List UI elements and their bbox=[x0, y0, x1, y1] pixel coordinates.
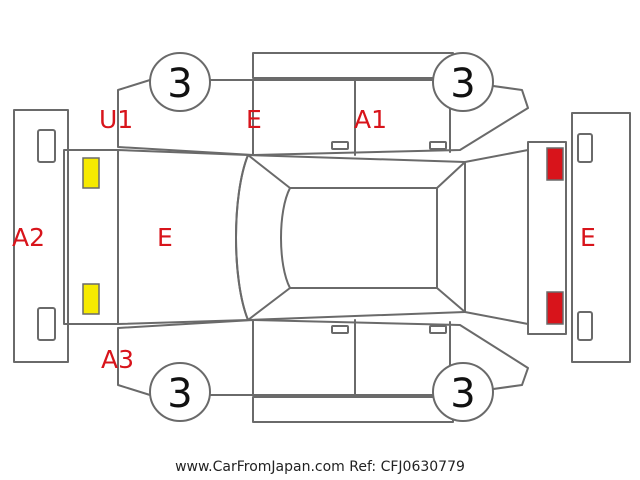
car-side-bottom bbox=[117, 319, 529, 423]
wheel-rating: 3 bbox=[450, 61, 475, 107]
wheel-badge: 3 bbox=[432, 362, 494, 422]
wheel-badge: 3 bbox=[149, 52, 211, 112]
wheel-rating: 3 bbox=[167, 371, 192, 417]
code-e-rear: E bbox=[580, 223, 596, 252]
car-top-rear bbox=[464, 141, 567, 335]
wheel-rating: 3 bbox=[450, 371, 475, 417]
front-left-light bbox=[82, 157, 100, 189]
code-u1: U1 bbox=[99, 105, 133, 134]
wheel-rating: 3 bbox=[167, 61, 192, 107]
footer-reference: www.CarFromJapan.com Ref: CFJ0630779 bbox=[175, 459, 465, 475]
wheel-badge: 3 bbox=[149, 362, 211, 422]
front-right-light bbox=[82, 283, 100, 315]
rear-left-light bbox=[546, 147, 564, 181]
front-bumper bbox=[13, 109, 69, 363]
wheel-badge: 3 bbox=[432, 52, 494, 112]
code-e-hood: E bbox=[157, 223, 173, 252]
code-e-side-panel: E bbox=[246, 105, 262, 134]
code-a1: A1 bbox=[354, 105, 387, 134]
code-a3: A3 bbox=[101, 345, 134, 374]
rear-right-light bbox=[546, 291, 564, 325]
car-side-top bbox=[117, 52, 529, 156]
rear-bumper bbox=[571, 112, 631, 363]
car-top-cabin bbox=[235, 154, 466, 321]
code-a2: A2 bbox=[12, 223, 45, 252]
